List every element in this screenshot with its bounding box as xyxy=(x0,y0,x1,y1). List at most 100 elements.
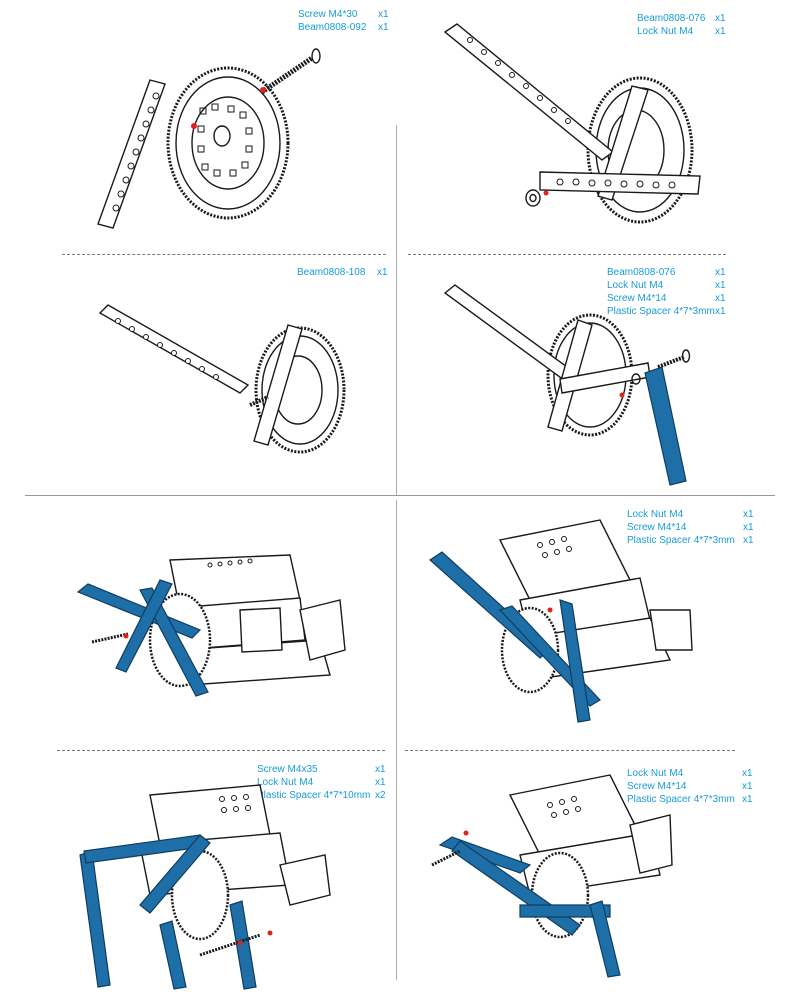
part-quantity: x1 xyxy=(375,764,386,775)
part-name: Beam0808-108 xyxy=(297,267,366,278)
part-row: Screw M4*14 x1 xyxy=(627,521,767,534)
parts-list-step3: Beam0808-108 x1 xyxy=(297,266,397,279)
red-marker-icon xyxy=(123,633,129,639)
part-name: Lock Nut M4 xyxy=(627,509,684,520)
step8-illustration xyxy=(431,774,673,978)
step3-illustration xyxy=(98,304,346,454)
robot-chassis-icon xyxy=(148,554,346,688)
part-row: Beam0808-108 x1 xyxy=(297,266,397,279)
screw-icon xyxy=(657,355,685,369)
part-name: Lock Nut M4 xyxy=(637,26,694,37)
divider-vertical-top xyxy=(396,125,397,495)
part-name: Beam0808-092 xyxy=(298,22,367,33)
step7-illustration xyxy=(79,784,331,990)
part-row: Screw M4x35 x1 xyxy=(257,763,397,776)
lock-nut-icon xyxy=(525,189,541,207)
gear-icon xyxy=(166,66,290,220)
part-row: Screw M4*14 x1 xyxy=(607,292,737,305)
part-row: Lock Nut M4 x1 xyxy=(607,279,737,292)
part-quantity: x1 xyxy=(375,777,386,788)
part-name: Lock Nut M4 xyxy=(607,280,664,291)
part-quantity: x1 xyxy=(742,768,753,779)
highlight-beam-icon xyxy=(429,551,601,723)
screw-icon xyxy=(249,395,269,407)
divider-middle xyxy=(25,495,775,496)
beam-icon xyxy=(98,304,250,394)
divider-row1-right xyxy=(408,254,726,255)
highlight-beam-icon xyxy=(644,366,687,486)
screw-icon xyxy=(199,933,261,957)
part-row: Plastic Spacer 4*7*10mm x2 xyxy=(257,789,397,802)
spacer-icon xyxy=(631,373,641,385)
divider-row3-right xyxy=(405,750,735,751)
divider-row3-left xyxy=(57,750,385,751)
part-row: Screw M4*14 x1 xyxy=(627,780,767,793)
part-name: Screw M4*14 xyxy=(627,781,687,792)
screw-icon xyxy=(431,849,461,867)
part-quantity: x1 xyxy=(715,293,726,304)
part-row: Plastic Spacer 4*7*3mm x1 xyxy=(627,793,767,806)
part-name: Screw M4*14 xyxy=(607,293,667,304)
part-quantity: x1 xyxy=(743,509,754,520)
step2-illustration xyxy=(443,23,701,224)
part-name: Plastic Spacer 4*7*3mm xyxy=(627,535,735,546)
highlight-beam-icon xyxy=(79,834,257,990)
screw-icon xyxy=(260,48,321,95)
part-name: Lock Nut M4 xyxy=(627,768,684,779)
part-name: Screw M4x35 xyxy=(257,764,318,775)
part-quantity: x1 xyxy=(743,522,754,533)
part-quantity: x1 xyxy=(715,267,726,278)
part-row: Beam0808-076 x1 xyxy=(607,266,737,279)
part-row: Screw M4*30 x1 xyxy=(298,8,398,21)
red-marker-icon xyxy=(237,940,243,946)
red-marker-icon xyxy=(547,607,553,613)
part-name: Plastic Spacer 4*7*3mm xyxy=(627,794,735,805)
step4-illustration xyxy=(443,284,691,486)
part-quantity: x1 xyxy=(378,22,389,33)
beam-icon xyxy=(443,23,701,201)
robot-chassis-icon xyxy=(508,774,673,939)
divider-vertical-bottom xyxy=(396,500,397,980)
red-marker-icon xyxy=(543,190,549,196)
part-quantity: x1 xyxy=(743,535,754,546)
step5-illustration xyxy=(76,554,346,697)
part-quantity: x1 xyxy=(742,794,753,805)
step6-illustration xyxy=(429,519,693,723)
highlight-beam-icon xyxy=(438,836,621,978)
red-marker-icon xyxy=(463,830,469,836)
screw-icon xyxy=(91,632,129,644)
highlight-beam-icon xyxy=(76,579,209,697)
part-quantity: x2 xyxy=(375,790,386,801)
part-row: Plastic Spacer 4*7*3mm x1 xyxy=(627,534,767,547)
part-quantity: x1 xyxy=(715,306,726,317)
part-row: Lock Nut M4 x1 xyxy=(627,508,767,521)
part-row: Lock Nut M4 x1 xyxy=(257,776,397,789)
red-marker-icon xyxy=(619,392,625,398)
part-quantity: x1 xyxy=(378,9,389,20)
part-name: Plastic Spacer 4*7*10mm xyxy=(257,790,371,801)
robot-chassis-icon xyxy=(498,519,693,694)
part-row: Beam0808-092 x1 xyxy=(298,21,398,34)
part-name: Plastic Spacer 4*7*3mm xyxy=(607,306,715,317)
part-quantity: x1 xyxy=(742,781,753,792)
part-name: Beam0808-076 xyxy=(637,13,706,24)
beam-icon xyxy=(97,79,166,229)
part-row: Lock Nut M4 x1 xyxy=(627,767,767,780)
divider-row1-left xyxy=(62,254,386,255)
part-name: Beam0808-076 xyxy=(607,267,676,278)
part-name: Lock Nut M4 xyxy=(257,777,314,788)
part-name: Screw M4*30 xyxy=(298,9,358,20)
part-quantity: x1 xyxy=(715,280,726,291)
red-marker-icon xyxy=(260,87,266,93)
part-quantity: x1 xyxy=(377,267,388,278)
part-quantity: x1 xyxy=(715,26,726,37)
part-row: Lock Nut M4 x1 xyxy=(637,25,737,38)
part-name: Screw M4*14 xyxy=(627,522,687,533)
